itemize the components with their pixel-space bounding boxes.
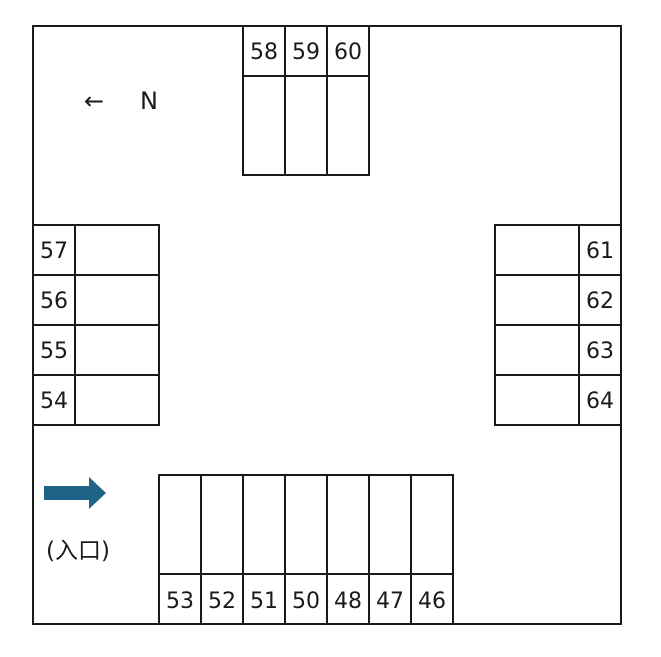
slot-number: 51 [250, 589, 278, 614]
slot-space [284, 474, 328, 575]
bottom-slot-46: 46 [410, 474, 454, 625]
slot-number: 46 [418, 589, 446, 614]
slot-space [284, 75, 328, 176]
left-slot-54: 54 [32, 374, 160, 426]
slot-space [242, 474, 286, 575]
top-slot-60: 60 [326, 25, 370, 176]
compass-north-label: N [140, 87, 158, 115]
slot-number: 48 [334, 589, 362, 614]
left-slot-57: 57 [32, 224, 160, 276]
right-slot-63: 63 [494, 324, 622, 376]
slot-space [494, 224, 580, 276]
right-slot-62: 62 [494, 274, 622, 326]
slot-number-box [242, 25, 286, 77]
left-slot-56: 56 [32, 274, 160, 326]
slot-number: 61 [586, 239, 614, 264]
slot-number: 53 [166, 589, 194, 614]
slot-number: 58 [250, 40, 278, 65]
slot-number: 57 [40, 239, 68, 264]
slot-number: 54 [40, 389, 68, 414]
bottom-slot-48: 48 [326, 474, 370, 625]
slot-space [158, 474, 202, 575]
bottom-slot-51: 51 [242, 474, 286, 625]
slot-number: 60 [334, 40, 362, 65]
slot-number: 56 [40, 289, 68, 314]
slot-space [494, 274, 580, 326]
slot-number: 62 [586, 289, 614, 314]
slot-space [494, 324, 580, 376]
slot-number-box [578, 224, 622, 276]
slot-space [200, 474, 244, 575]
slot-space [494, 374, 580, 426]
slot-space [368, 474, 412, 575]
slot-number-box [242, 573, 286, 625]
slot-number-box [578, 324, 622, 376]
slot-number-box [284, 573, 328, 625]
slot-number-box [410, 573, 454, 625]
entrance-arrow-icon [44, 477, 106, 509]
slot-space [74, 374, 160, 426]
slot-space [74, 274, 160, 326]
slot-number-box [578, 374, 622, 426]
compass-arrow-icon: ← [84, 87, 104, 115]
slot-number-box [578, 274, 622, 326]
bottom-slot-53: 53 [158, 474, 202, 625]
slot-space [74, 224, 160, 276]
slot-space [326, 474, 370, 575]
slot-number: 50 [292, 589, 320, 614]
slot-space [74, 324, 160, 376]
top-slot-58: 58 [242, 25, 286, 176]
slot-space [242, 75, 286, 176]
slot-number: 59 [292, 40, 320, 65]
bottom-slot-47: 47 [368, 474, 412, 625]
entrance-label: (入口) [46, 538, 110, 564]
right-slot-64: 64 [494, 374, 622, 426]
slot-number: 52 [208, 589, 236, 614]
slot-number: 47 [376, 589, 404, 614]
bottom-slot-50: 50 [284, 474, 328, 625]
top-slot-59: 59 [284, 25, 328, 176]
left-slot-55: 55 [32, 324, 160, 376]
bottom-slot-52: 52 [200, 474, 244, 625]
slot-space [326, 75, 370, 176]
slot-number: 55 [40, 339, 68, 364]
slot-number-box [368, 573, 412, 625]
slot-number-box [326, 573, 370, 625]
right-slot-61: 61 [494, 224, 622, 276]
slot-number-box [200, 573, 244, 625]
slot-space [410, 474, 454, 575]
slot-number: 63 [586, 339, 614, 364]
slot-number: 64 [586, 389, 614, 414]
